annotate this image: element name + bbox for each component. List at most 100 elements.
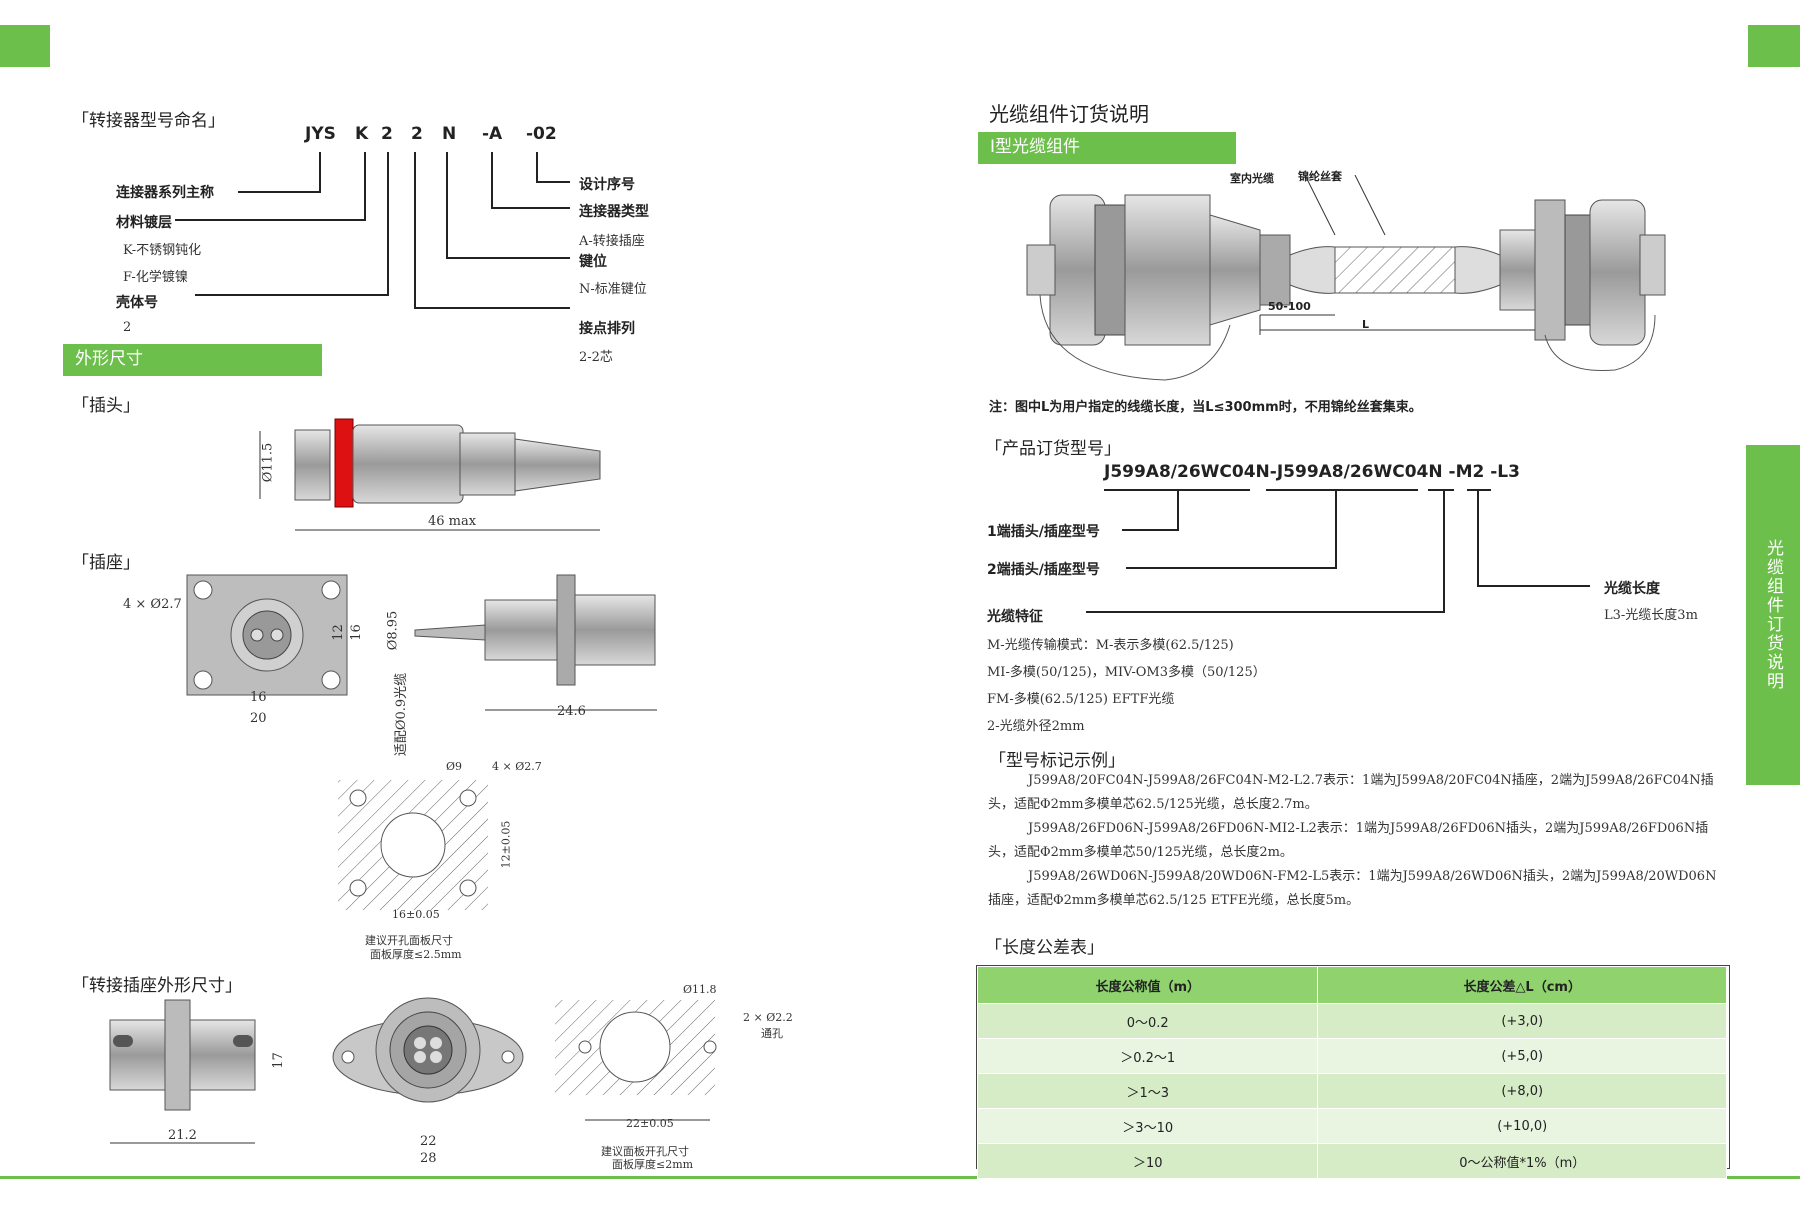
dim-ad-cut-through: 通孔: [761, 1027, 783, 1040]
table-row: 0～0.2 (+3,0): [976, 1003, 1727, 1039]
table-cell: 0～公称值*1%（m）: [1317, 1143, 1727, 1179]
dim-cut-holes: 4 × Ø2.7: [492, 760, 542, 773]
table-cell: (+8,0): [1317, 1073, 1727, 1109]
table-cell: ＞3～10: [976, 1108, 1319, 1144]
table-header: 长度公差△L（cm）: [1317, 966, 1727, 1004]
dim-ad-22: 22: [420, 1134, 437, 1149]
plug-title: 「插头」: [72, 396, 140, 416]
label-key-val: N-标准键位: [579, 282, 647, 297]
naming-lines: [175, 152, 570, 309]
dim-cut-note1: 建议开孔面板尺寸: [365, 934, 453, 947]
dim-ad-212: 21.2: [168, 1128, 197, 1143]
plug-drawing: [259, 418, 601, 531]
code-part: -A: [482, 124, 503, 144]
socket-cutout-drawing: [338, 780, 488, 910]
example-paragraph: J599A8/26FD06N-J599A8/26FD06N-MI2-L2表示：1…: [988, 821, 1709, 860]
dim-ad-cut-note1: 建议面板开孔尺寸: [601, 1145, 689, 1158]
cable-assembly-drawing: [1026, 175, 1666, 381]
code-part: K: [355, 124, 369, 144]
dim-ad-17: 17: [270, 1052, 286, 1069]
dim-sock-20: 20: [250, 711, 267, 726]
label-contact-val: 2-2芯: [579, 350, 613, 365]
label-key: 键位: [579, 254, 607, 270]
corner-square-left: [0, 25, 50, 67]
cable-label-sleeve: 锦纶丝套: [1298, 170, 1342, 183]
dim-cut-dia: Ø9: [446, 760, 463, 773]
code-part: -02: [526, 124, 557, 144]
dim-plug-len: 46 max: [428, 514, 477, 529]
order-label-length-val: L3-光缆长度3m: [1604, 608, 1698, 623]
cable-note: 注：图中L为用户指定的线缆长度，当L≤300mm时，不用锦纶丝套集束。: [989, 400, 1422, 415]
label-type-val: A-转接插座: [579, 234, 645, 249]
adapter-title: 「转接插座外形尺寸」: [72, 976, 242, 996]
example-paragraph: J599A8/20FC04N-J599A8/26FC04N-M2-L2.7表示：…: [988, 773, 1714, 812]
label-shell: 壳体号: [116, 295, 158, 311]
order-label-feature: 光缆特征: [987, 609, 1043, 625]
dim-ad-cut-holes: 2 × Ø2.2: [743, 1011, 793, 1024]
table-cell: (+10,0): [1317, 1108, 1727, 1144]
table-header: 长度公称值（m）: [976, 966, 1319, 1004]
order-label-end2: 2端插头/插座型号: [987, 562, 1100, 578]
feature-line: M-光缆传输模式：M-表示多模(62.5/125): [987, 638, 1234, 653]
dim-cut-12: 12±0.05: [499, 820, 513, 869]
table-cell: ＞10: [976, 1143, 1319, 1179]
socket-side-drawing: [414, 574, 657, 711]
table-cell: (+3,0): [1317, 1003, 1727, 1039]
code-part: JYS: [305, 124, 336, 144]
example-title: 「型号标记示例」: [989, 751, 1125, 771]
dim-cut-16: 16±0.05: [392, 908, 440, 921]
bottom-rule: [0, 1176, 1800, 1179]
dim-sock-cable: 适配Ø0.9光缆: [394, 672, 410, 757]
order-title: 「产品订货型号」: [985, 439, 1121, 459]
label-design: 设计序号: [579, 177, 635, 193]
dim-ad-cut-22: 22±0.05: [626, 1117, 674, 1130]
example-paragraph: J599A8/26WD06N-J599A8/20WD06N-FM2-L5表示：1…: [988, 869, 1717, 908]
order-code: J599A8/26WC04N-J599A8/26WC04N -M2 -L3: [1104, 462, 1520, 482]
dim-sock-holes: 4 × Ø2.7: [123, 597, 182, 612]
label-material-f: F-化学镀镍: [123, 270, 188, 285]
code-part: 2: [411, 124, 423, 144]
socket-title: 「插座」: [72, 553, 140, 573]
order-label-length: 光缆长度: [1604, 581, 1660, 597]
i-type-bar: I型光缆组件: [978, 132, 1236, 164]
right-page-title: 光缆组件订货说明: [989, 102, 1149, 126]
table-row: ＞3～10 (+10,0): [976, 1108, 1727, 1144]
table-row: ＞0.2～1 (+5,0): [976, 1038, 1727, 1074]
table-cell: ＞0.2～1: [976, 1038, 1319, 1074]
order-lines: [1086, 489, 1590, 613]
label-material-k: K-不锈钢钝化: [123, 243, 202, 258]
label-shell-val: 2: [123, 320, 132, 335]
adapter-front-drawing: [332, 997, 524, 1103]
feature-line: FM-多模(62.5/125) EFTF光缆: [987, 692, 1175, 707]
tolerance-title: 「长度公差表」: [985, 938, 1104, 958]
dim-ad-28: 28: [420, 1151, 437, 1166]
order-label-end1: 1端插头/插座型号: [987, 524, 1100, 540]
adapter-cutout-drawing: [555, 1000, 717, 1121]
dim-ad-cut-dia: Ø11.8: [683, 983, 717, 996]
socket-front-drawing: [186, 574, 348, 696]
adapter-side-drawing: [109, 999, 256, 1144]
code-part: 2: [381, 124, 393, 144]
code-part: N: [442, 124, 457, 144]
cable-label-L: L: [1362, 318, 1370, 331]
naming-title: 「转接器型号命名」: [72, 111, 225, 131]
dim-ad-cut-note2: 面板厚度≤2mm: [612, 1158, 694, 1171]
cable-label-range: 50-100: [1268, 300, 1311, 313]
feature-line: MI-多模(50/125)，MIV-OM3多模（50/125）: [987, 665, 1266, 680]
table-cell: (+5,0): [1317, 1038, 1727, 1074]
tolerance-table: 长度公称值（m） 长度公差△L（cm） 0～0.2 (+3,0) ＞0.2～1 …: [976, 966, 1727, 1179]
feature-line: 2-光缆外径2mm: [987, 719, 1085, 734]
table-cell: ＞1～3: [976, 1073, 1319, 1109]
table-row: ＞1～3 (+8,0): [976, 1073, 1727, 1109]
label-contact: 接点排列: [579, 321, 635, 337]
label-material: 材料镀层: [116, 215, 172, 231]
cable-label-indoor: 室内光缆: [1230, 172, 1274, 185]
table-row: ＞10 0～公称值*1%（m）: [976, 1143, 1727, 1179]
table-cell: 0～0.2: [976, 1003, 1319, 1039]
side-tab: 光缆组件订货说明: [1746, 445, 1800, 785]
label-series: 连接器系列主称: [116, 185, 214, 201]
dim-sock-16: 16: [250, 690, 267, 705]
dimension-section-bar: 外形尺寸: [63, 344, 322, 376]
dim-sock-len: 24.6: [557, 704, 586, 719]
corner-square-right: [1748, 25, 1800, 67]
